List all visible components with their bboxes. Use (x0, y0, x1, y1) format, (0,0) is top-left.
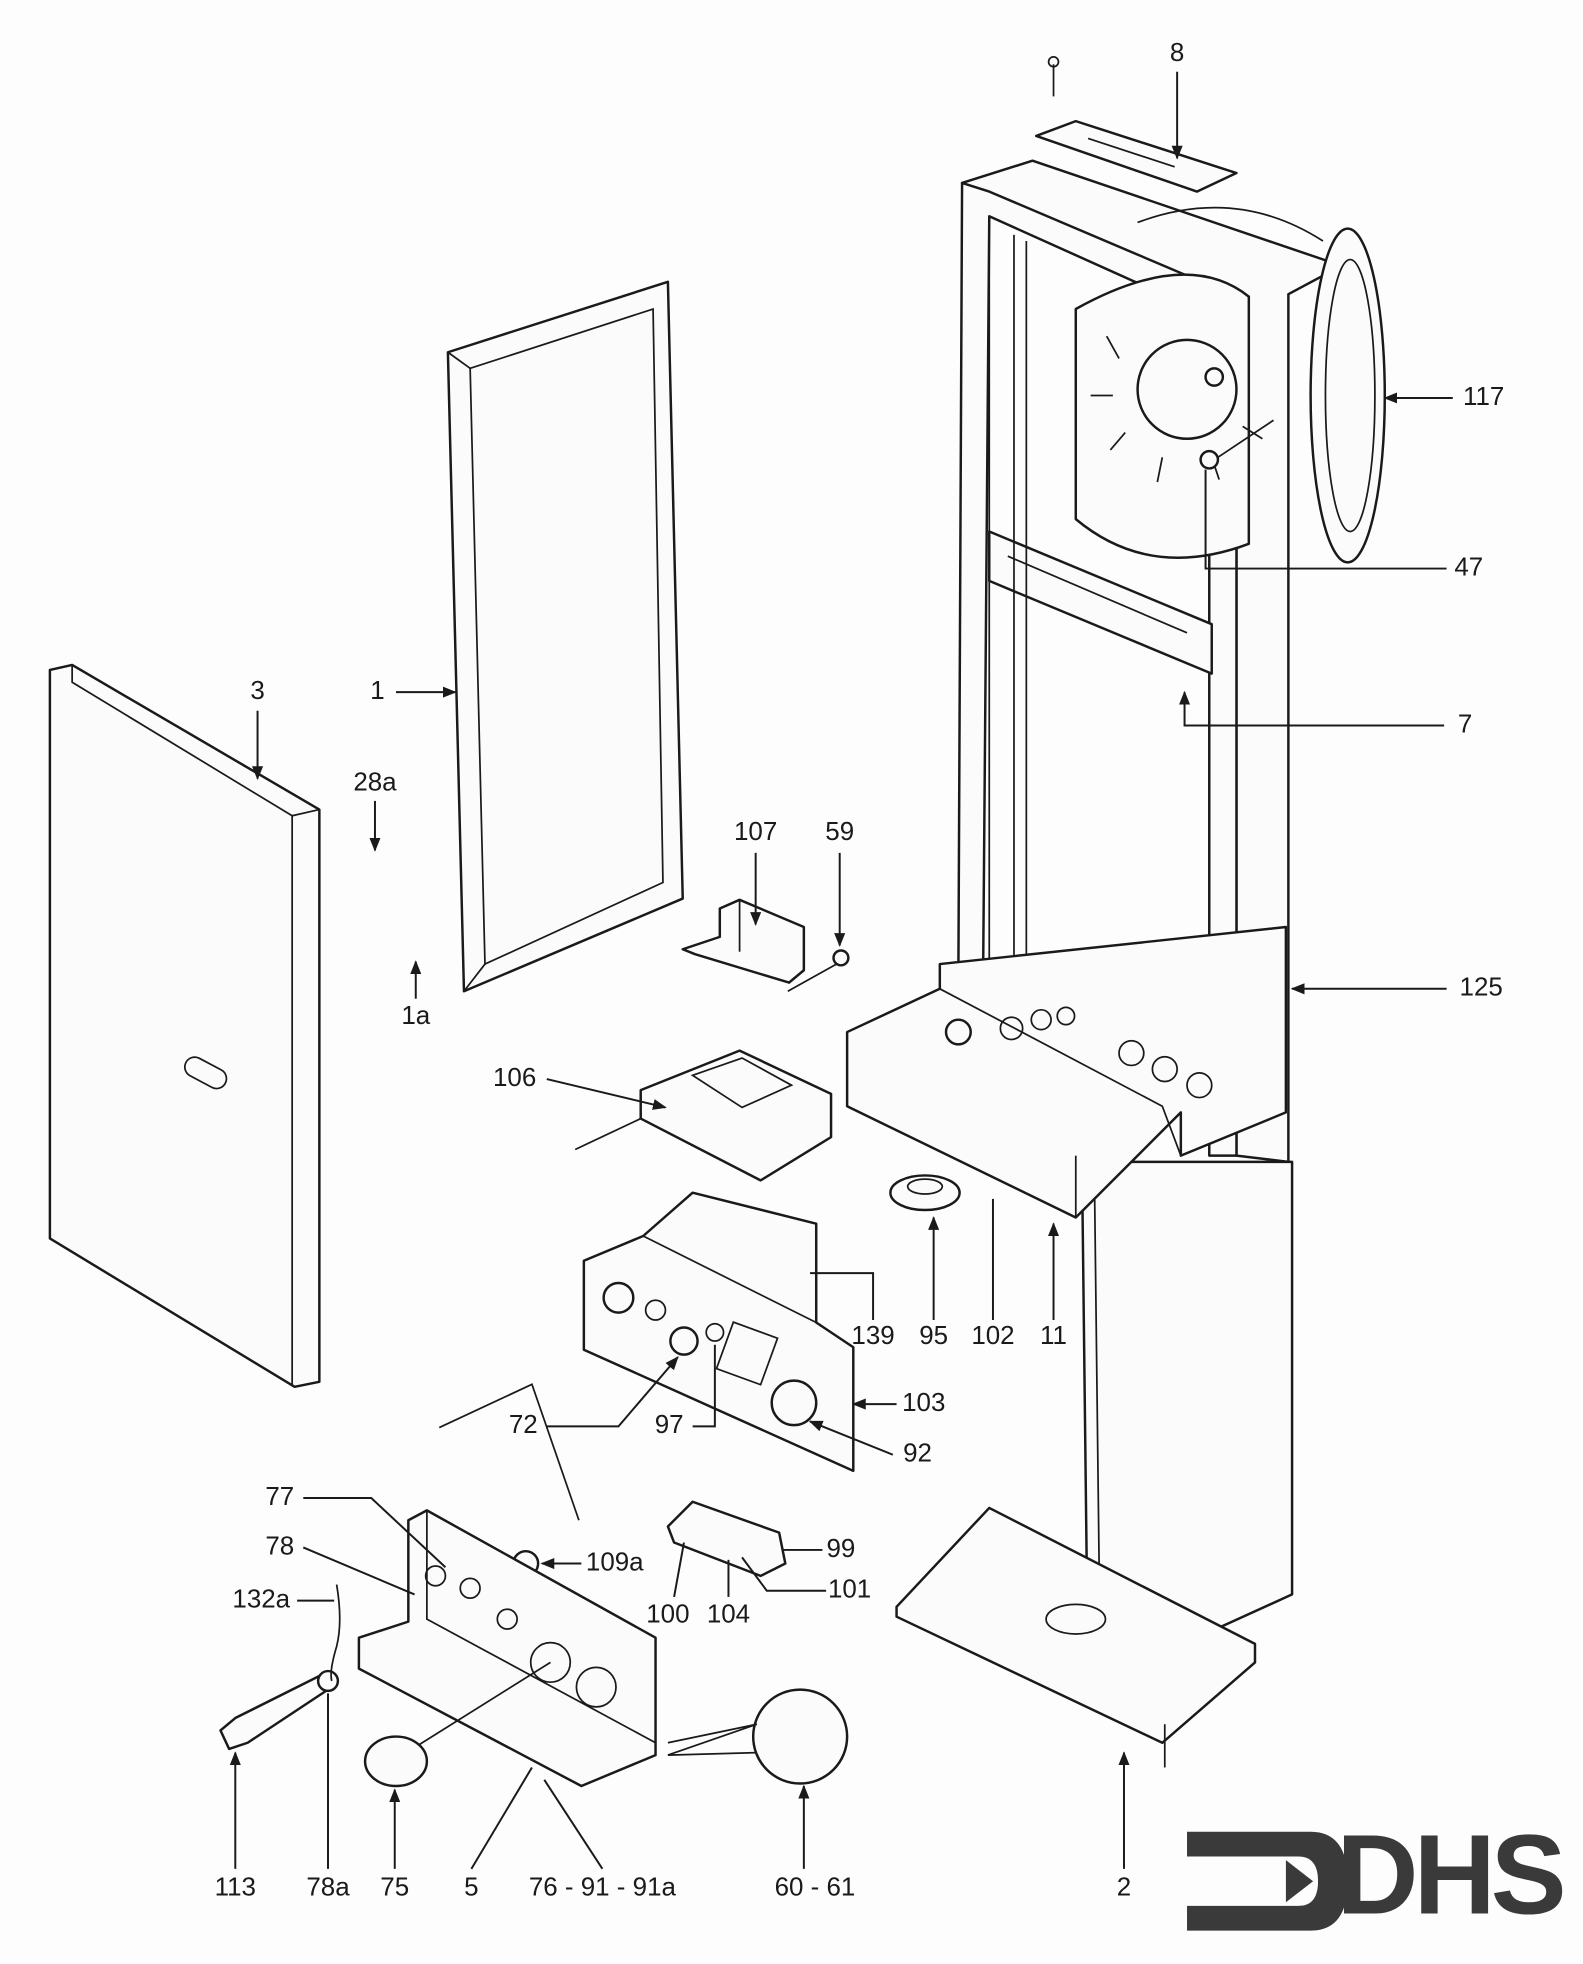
fascia (219, 1509, 849, 1788)
part-label-102: 102 (971, 1322, 1014, 1350)
dhs-logo: DHS (1187, 1812, 1568, 1939)
part-label-95: 95 (919, 1322, 948, 1350)
part-label-106: 106 (493, 1064, 536, 1092)
callout-labels: 8 117 47 7 125 3 1 28a 1a 107 59 106 139 95 102 11 103 72… (215, 39, 1505, 1901)
part-label-77: 77 (265, 1483, 294, 1511)
part-label-99: 99 (827, 1535, 856, 1563)
part-label-47: 47 (1454, 553, 1483, 581)
part-label-109a: 109a (586, 1548, 644, 1576)
part-label-113: 113 (215, 1873, 256, 1901)
inner-frame (446, 280, 684, 993)
part-label-72: 72 (509, 1411, 538, 1439)
part-label-101: 101 (828, 1576, 871, 1604)
part-label-1a: 1a (401, 1002, 430, 1030)
leader-lines (229, 71, 1453, 1870)
part-label-11: 11 (1040, 1322, 1067, 1350)
part-label-78: 78 (265, 1532, 294, 1560)
front-panel (48, 663, 321, 1389)
part-label-100: 100 (646, 1600, 689, 1628)
component-107 (681, 898, 850, 993)
lower-box (845, 925, 1288, 1219)
part-label-59: 59 (825, 818, 854, 846)
part-label-28a: 28a (353, 768, 397, 796)
part-label-97: 97 (655, 1411, 684, 1439)
part-label-104: 104 (707, 1600, 750, 1628)
part-label-75: 75 (380, 1873, 409, 1901)
part-label-78a: 78a (306, 1873, 350, 1901)
part-label-7: 7 (1458, 710, 1472, 738)
cover-106 (574, 1049, 833, 1182)
part-label-117: 117 (1463, 383, 1504, 411)
part-label-103: 103 (902, 1389, 945, 1417)
part-label-1: 1 (370, 677, 384, 705)
lower-casing (895, 1160, 1294, 1768)
part-label-3: 3 (250, 677, 264, 705)
part-label-76-91-91a: 76 - 91 - 91a (529, 1873, 677, 1901)
part-label-107: 107 (734, 818, 777, 846)
part-label-5: 5 (464, 1873, 478, 1901)
part-label-2: 2 (1117, 1873, 1131, 1901)
part-label-92: 92 (903, 1440, 932, 1468)
control-panel (438, 1174, 961, 1578)
part-label-8: 8 (1170, 39, 1184, 67)
part-label-132a: 132a (232, 1585, 290, 1613)
part-label-139: 139 (851, 1322, 894, 1350)
logo-text: DHS (1336, 1812, 1562, 1939)
part-label-60-61: 60 - 61 (775, 1873, 856, 1901)
part-label-125: 125 (1460, 974, 1503, 1002)
